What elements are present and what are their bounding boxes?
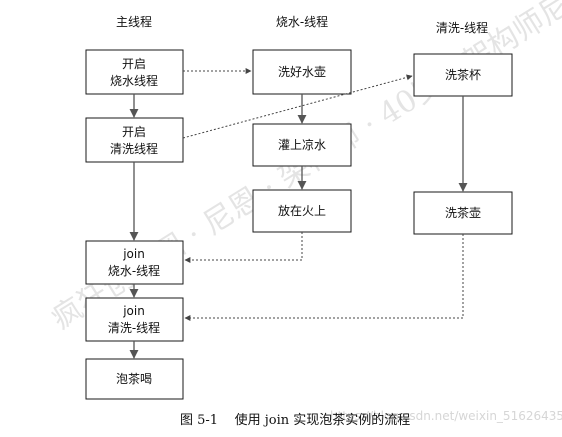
node-join-wash-line2: 清洗-线程 <box>108 320 160 335</box>
node-put-on-fire: 放在火上 <box>252 189 352 233</box>
node-put-on-fire-label: 放在火上 <box>278 203 326 218</box>
watermark-corner: https://blog.csdn.net/weixin_51626435 <box>330 409 562 423</box>
header-boil-thread: 烧水-线程 <box>276 14 328 29</box>
arrow-wash-teapot-to-join-wash <box>184 234 464 321</box>
node-join-boil: join 烧水-线程 <box>85 240 184 285</box>
node-start-boil-line2: 烧水线程 <box>110 73 158 88</box>
node-join-wash: join 清洗-线程 <box>85 297 184 342</box>
node-wash-cup-label: 洗茶杯 <box>445 67 481 82</box>
header-main-thread: 主线程 <box>116 14 152 29</box>
node-brew-tea: 泡茶喝 <box>85 358 184 400</box>
node-start-wash-line2: 清洗线程 <box>110 141 158 156</box>
node-wash-kettle-label: 洗好水壶 <box>278 64 326 79</box>
arrow-start-wash-to-wash-cup <box>182 74 413 139</box>
node-join-boil-line2: 烧水-线程 <box>108 263 160 278</box>
node-join-boil-line1: join <box>122 247 145 261</box>
node-join-wash-line1: join <box>122 304 145 318</box>
node-wash-teapot: 洗茶壶 <box>413 191 513 235</box>
node-fill-water: 灌上凉水 <box>252 123 352 167</box>
node-wash-kettle: 洗好水壶 <box>252 49 352 95</box>
node-wash-cup: 洗茶杯 <box>413 53 513 97</box>
node-fill-water-label: 灌上凉水 <box>278 137 326 152</box>
node-start-wash: 开启 清洗线程 <box>85 117 184 163</box>
figure-caption: 图 5-1 使用 join 实现泡茶实例的流程 <box>180 412 410 428</box>
node-wash-teapot-label: 洗茶壶 <box>445 205 481 220</box>
header-wash-thread: 清洗-线程 <box>436 20 488 35</box>
arrow-put-on-fire-to-join-boil <box>184 232 303 263</box>
node-start-wash-line1: 开启 <box>122 125 146 139</box>
node-start-boil-line1: 开启 <box>122 57 146 71</box>
node-brew-tea-label: 泡茶喝 <box>116 371 152 386</box>
node-start-boil: 开启 烧水线程 <box>85 49 184 95</box>
